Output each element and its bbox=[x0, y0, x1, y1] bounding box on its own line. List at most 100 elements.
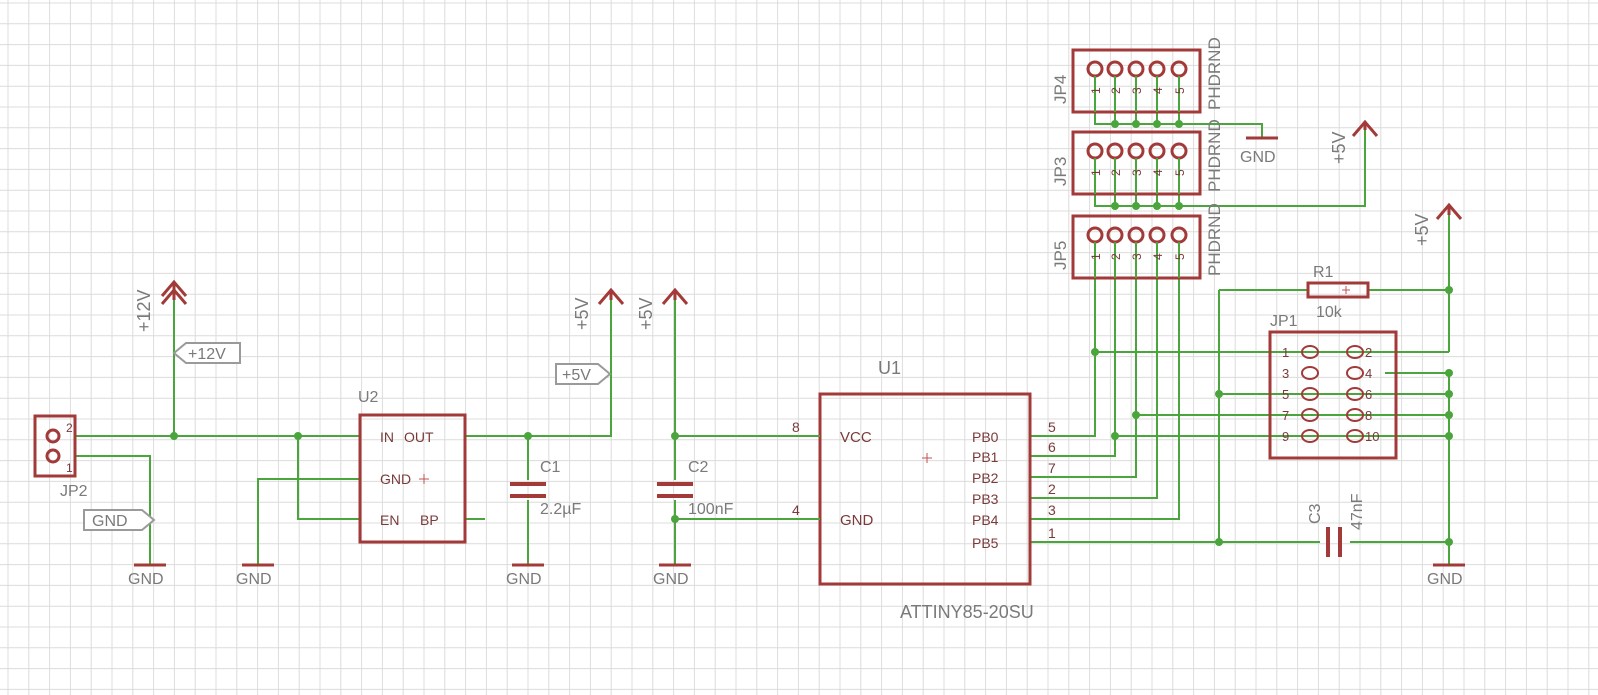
netflag-12v-label: +12V bbox=[188, 346, 226, 363]
c3-capacitor[interactable]: C3 47nF bbox=[1307, 493, 1366, 557]
jp3-pin-label: 4 bbox=[1151, 169, 1165, 176]
gnd-jp2-label: GND bbox=[128, 571, 164, 588]
jp1-pin-label: 2 bbox=[1365, 345, 1372, 360]
supply-5v-c2: +5V bbox=[636, 287, 689, 330]
gnd-symbol-c1: GND bbox=[506, 563, 544, 588]
gnd-symbol-u2: GND bbox=[236, 563, 274, 588]
jp3-pin-label: 2 bbox=[1109, 169, 1123, 176]
gnd-c1-label: GND bbox=[506, 571, 542, 588]
u1-pin-name: PB2 bbox=[972, 470, 999, 486]
u1-pin-name: PB3 bbox=[972, 491, 999, 507]
c2-ref-label: C2 bbox=[688, 459, 709, 476]
netflag-gnd-label: GND bbox=[92, 513, 128, 530]
jp5-pin-label: 5 bbox=[1173, 253, 1187, 260]
c3-ref-label: C3 bbox=[1307, 503, 1324, 524]
jp3-pin-label: 1 bbox=[1089, 169, 1103, 176]
u1-pin-num: 4 bbox=[792, 502, 800, 518]
u2-ref-label: U2 bbox=[358, 389, 379, 406]
c1-capacitor[interactable]: C1 2.2µF bbox=[510, 459, 581, 518]
jp1-pin-label: 4 bbox=[1365, 366, 1372, 381]
jp5-pin-label: 2 bbox=[1109, 253, 1123, 260]
jp4-pin-label: 4 bbox=[1151, 87, 1165, 94]
jp2-connector[interactable]: 2 1 JP2 bbox=[33, 414, 88, 500]
jp1-pin-label: 3 bbox=[1282, 366, 1289, 381]
supply-5v-jp1-label: +5V bbox=[1412, 213, 1432, 246]
gnd-symbol-jp1: GND bbox=[1427, 563, 1465, 588]
jp4-value-label: PHDRND bbox=[1205, 37, 1224, 110]
jp5-value-label: PHDRND bbox=[1205, 203, 1224, 276]
gnd-symbol-jp4: GND bbox=[1240, 136, 1278, 166]
r1-resistor[interactable]: R1 10k bbox=[1306, 264, 1370, 321]
jp4-pin-label: 1 bbox=[1089, 87, 1103, 94]
u2-pin-out-label: OUT bbox=[404, 429, 434, 445]
u1-pin-num: 2 bbox=[1048, 481, 1056, 497]
netflag-12v: +12V bbox=[172, 342, 241, 364]
jp1-pin-label: 8 bbox=[1365, 408, 1372, 423]
c1-ref-label: C1 bbox=[540, 459, 561, 476]
r1-ref-label: R1 bbox=[1313, 264, 1334, 281]
jp1-pin-label: 1 bbox=[1282, 345, 1289, 360]
gnd-jp1-label: GND bbox=[1427, 571, 1463, 588]
jp5-pin-label: 4 bbox=[1151, 253, 1165, 260]
supply-5v-u2-label: +5V bbox=[572, 297, 592, 330]
jp4-pin-label: 2 bbox=[1109, 87, 1123, 94]
c2-capacitor[interactable]: C2 100nF bbox=[657, 459, 734, 518]
gnd-symbol-jp2: GND bbox=[128, 563, 166, 588]
supply-12v-label: +12V bbox=[134, 289, 154, 332]
u2-pin-en-label: EN bbox=[380, 512, 399, 528]
jp4-pin-label: 5 bbox=[1173, 87, 1187, 94]
jp1-pin-label: 10 bbox=[1365, 429, 1379, 444]
supply-5v-jp1: +5V bbox=[1412, 202, 1463, 246]
u2-regulator[interactable]: U2 IN OUT GND EN BP bbox=[358, 389, 467, 544]
jp5-pin-label: 1 bbox=[1089, 253, 1103, 260]
jp1-pin-label: 9 bbox=[1282, 429, 1289, 444]
netflag-gnd: GND bbox=[83, 509, 156, 531]
u1-pin-name: VCC bbox=[840, 429, 872, 446]
u1-pin-num: 5 bbox=[1048, 419, 1056, 435]
u1-pin-num: 8 bbox=[792, 419, 800, 435]
jp3-value-label: PHDRND bbox=[1205, 119, 1224, 192]
u1-pin-name: PB1 bbox=[972, 449, 999, 465]
c2-value-label: 100nF bbox=[688, 501, 734, 518]
u2-pin-bp-label: BP bbox=[420, 512, 439, 528]
supply-5v-jp3-label: +5V bbox=[1329, 131, 1349, 164]
gnd-c2-label: GND bbox=[653, 571, 689, 588]
u1-ref-label: U1 bbox=[878, 358, 901, 378]
jp1-pin-label: 6 bbox=[1365, 387, 1372, 402]
c1-value-label: 2.2µF bbox=[540, 501, 581, 518]
jp5-ref-label: JP5 bbox=[1051, 241, 1070, 270]
gnd-u2-label: GND bbox=[236, 571, 272, 588]
jp3-pin-label: 5 bbox=[1173, 169, 1187, 176]
jp1-ref-label: JP1 bbox=[1270, 313, 1298, 330]
supply-5v-jp3: +5V bbox=[1329, 119, 1379, 164]
jp1-pin-label: 7 bbox=[1282, 408, 1289, 423]
supply-5v-u2: +5V bbox=[572, 287, 625, 330]
u1-pin-num: 3 bbox=[1048, 502, 1056, 518]
u1-pin-name: PB4 bbox=[972, 512, 999, 528]
supply-12v: +12V bbox=[134, 279, 188, 332]
c3-value-label: 47nF bbox=[1349, 493, 1366, 530]
jp4-pin-label: 3 bbox=[1130, 87, 1144, 94]
u1-microcontroller[interactable]: U1 ATTINY85-20SU 8VCC4GNDPB05PB16PB27PB3… bbox=[780, 358, 1056, 622]
wires bbox=[75, 112, 1450, 565]
jp3-ref-label: JP3 bbox=[1051, 157, 1070, 186]
jp4-ref-label: JP4 bbox=[1051, 75, 1070, 104]
jp2-ref-label: JP2 bbox=[60, 483, 88, 500]
netflag-5v: +5V bbox=[555, 363, 612, 385]
jp1-pin-label: 5 bbox=[1282, 387, 1289, 402]
u1-pin-num: 7 bbox=[1048, 460, 1056, 476]
gnd-symbol-c2: GND bbox=[653, 563, 691, 588]
junctions bbox=[170, 120, 1453, 546]
u1-pin-name: PB5 bbox=[972, 535, 999, 551]
jp1-connector[interactable]: JP1 1 2 3 4 5 6 7 8 9 10 bbox=[1268, 313, 1398, 460]
u1-pin-name: GND bbox=[840, 512, 874, 529]
jp5-pin-label: 3 bbox=[1130, 253, 1144, 260]
u1-pin-num: 1 bbox=[1048, 525, 1056, 541]
jp2-pin2-label: 2 bbox=[66, 421, 73, 435]
jp2-pin1-label: 1 bbox=[66, 461, 73, 475]
